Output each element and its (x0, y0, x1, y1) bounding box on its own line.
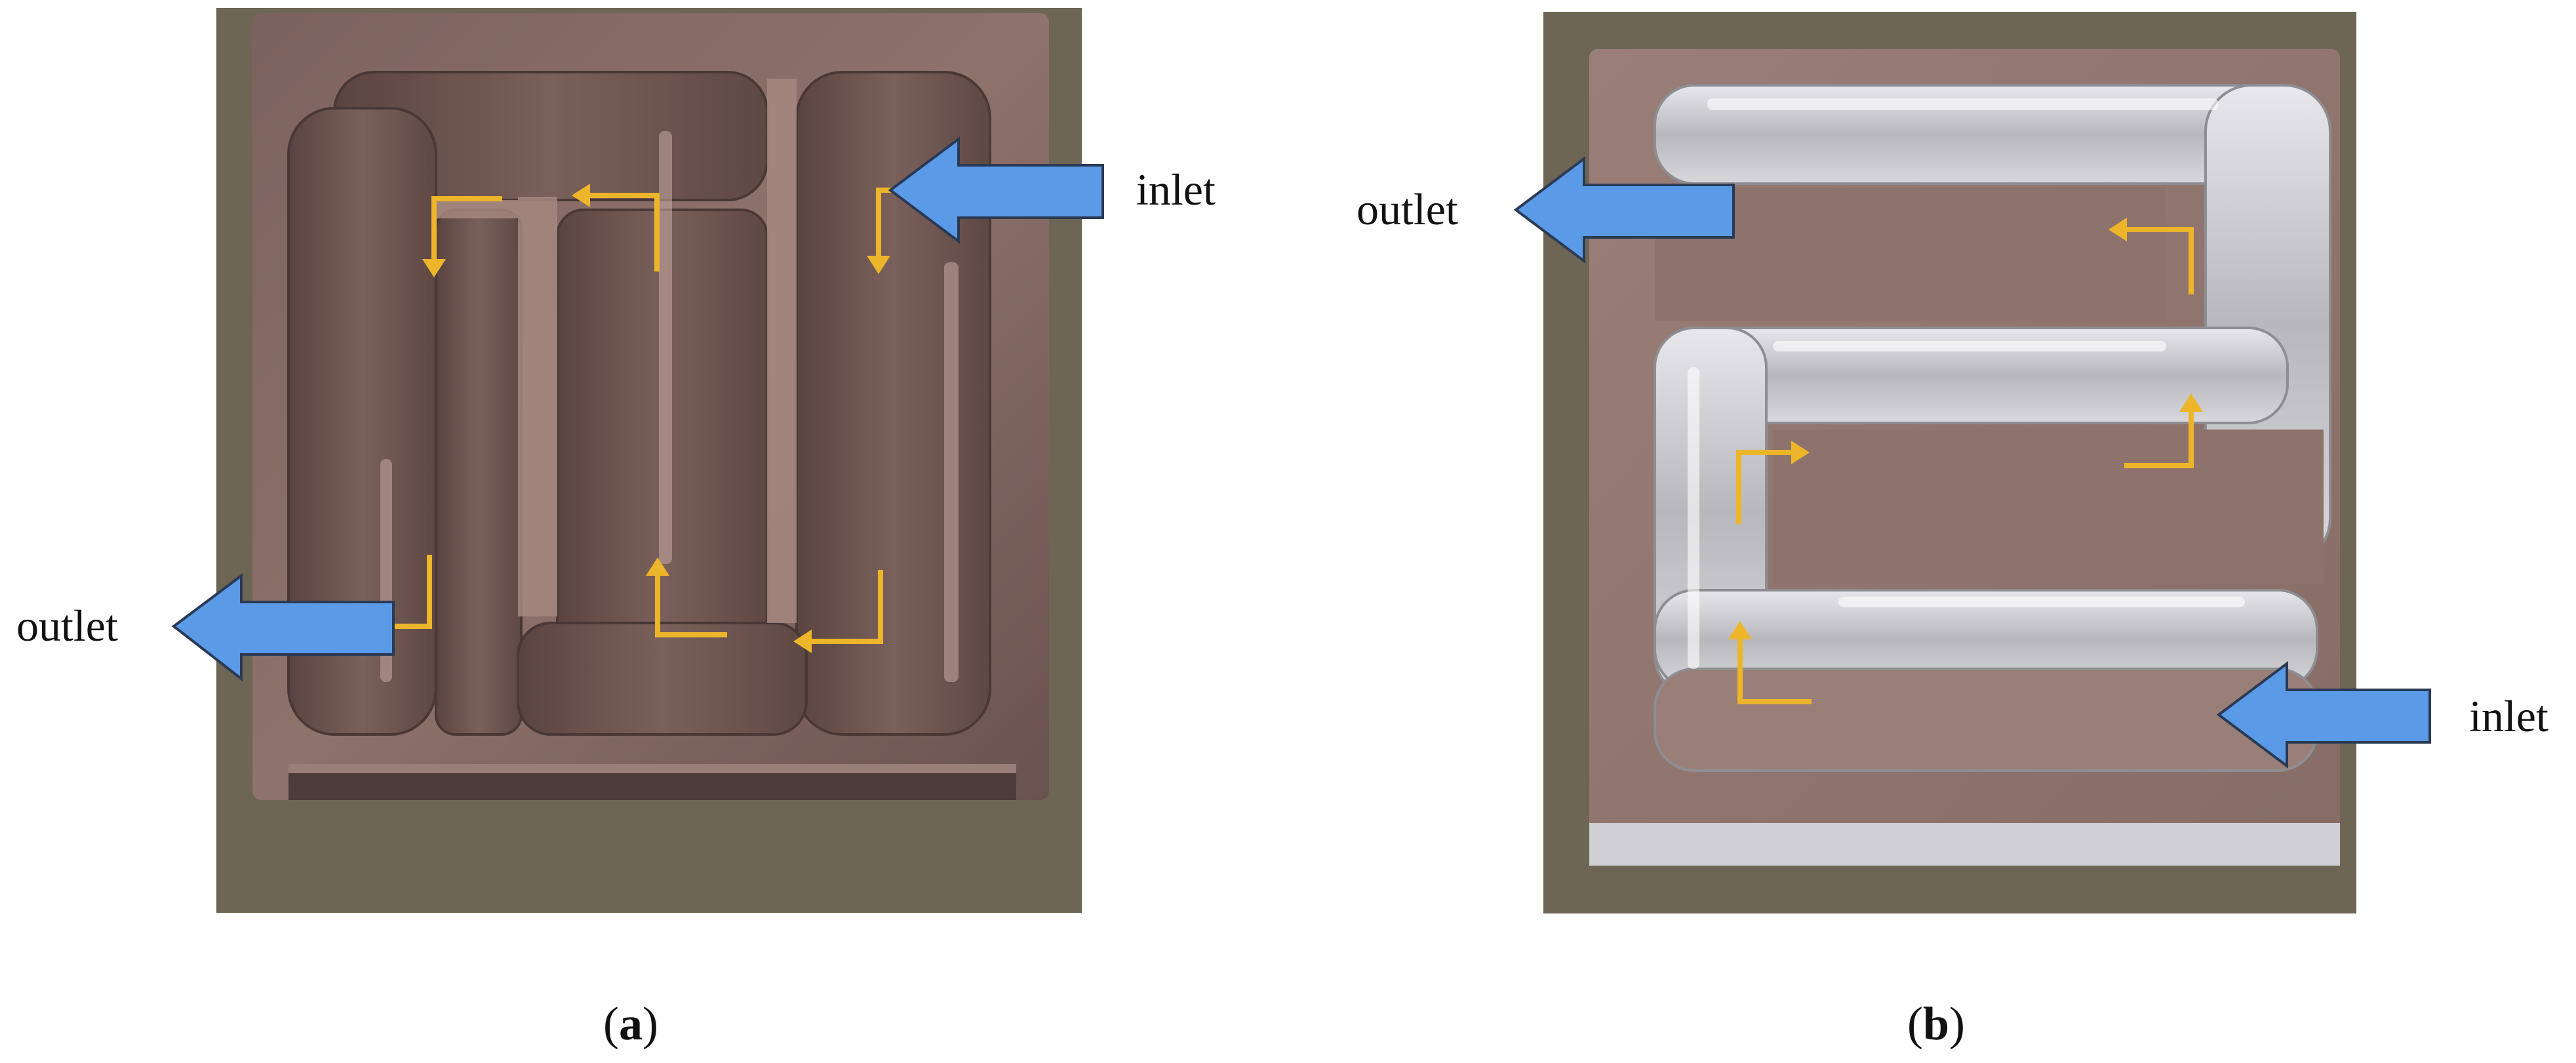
photo-a (171, 8, 1104, 913)
ribs-a (436, 79, 797, 623)
inlet-label-b: inlet (2469, 691, 2548, 741)
inlet-arrow-b (2216, 661, 2431, 769)
caption-a: (a) (603, 997, 658, 1050)
flow-arrows-b (1736, 227, 2194, 704)
inlet-arrow-a (888, 136, 1104, 244)
outlet-label-a: outlet (16, 601, 118, 651)
panel-b: outlet inlet (b) (1288, 0, 2576, 1063)
inlet-label-a: inlet (1136, 165, 1216, 214)
caption-b: (b) (1907, 997, 1966, 1050)
panel-a: inlet outlet (a) (16, 8, 1216, 1050)
outlet-label-b: outlet (1357, 184, 1458, 234)
outlet-arrow-a (171, 573, 395, 682)
flow-arrowheads-b (1728, 218, 2203, 639)
plate-edge-b (1589, 823, 2340, 866)
ribs-b (1655, 187, 2324, 584)
photo-b (1513, 12, 2431, 913)
outlet-arrow-b (1513, 156, 1735, 264)
